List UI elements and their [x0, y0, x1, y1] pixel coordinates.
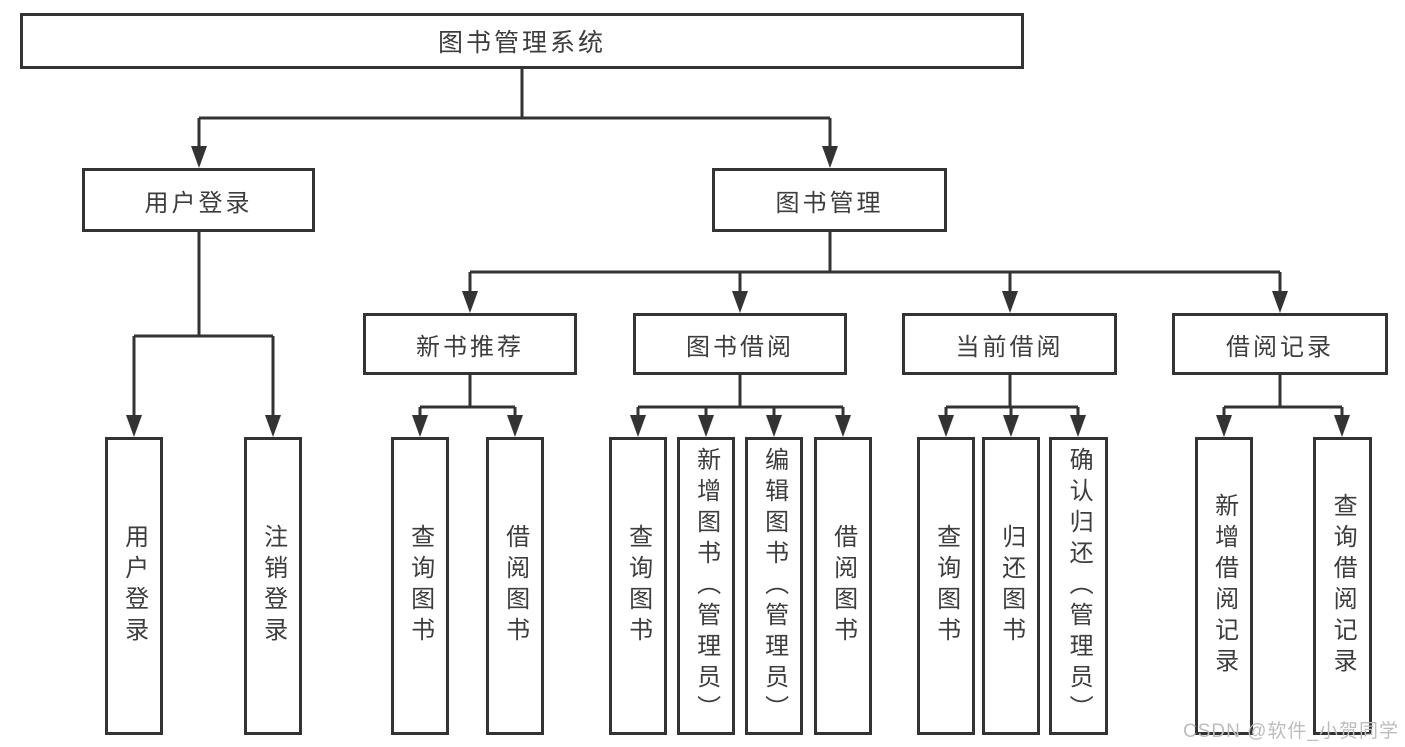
node-label: 借阅记录	[1226, 333, 1334, 361]
node-borrowing-records: 借阅记录	[1172, 313, 1388, 375]
node-leaf-br-query-borrow-record: 查询借阅记录	[1313, 437, 1372, 735]
node-leaf-cb-return-books: 归还图书	[982, 437, 1040, 735]
node-library-management-system: 图书管理系统	[20, 13, 1024, 69]
node-label: 新书推荐	[416, 333, 524, 361]
node-label: 图书管理系统	[437, 29, 606, 57]
node-leaf-cb-confirm-return-admin: 确认归还（管理员）	[1049, 437, 1108, 735]
node-label: 借阅图书	[501, 524, 529, 648]
node-label: 新增图书（管理员）	[692, 446, 720, 726]
node-label: 新增借阅记录	[1210, 493, 1238, 679]
node-current-borrowing: 当前借阅	[902, 313, 1117, 375]
node-leaf-br-add-borrow-record: 新增借阅记录	[1195, 437, 1253, 735]
node-leaf-bb-add-books-admin: 新增图书（管理员）	[677, 437, 735, 735]
node-label: 图书借阅	[686, 333, 794, 361]
node-user-login: 用户登录	[82, 168, 315, 232]
node-book-borrowing: 图书借阅	[633, 313, 847, 375]
node-label: 查询图书	[624, 524, 652, 648]
node-leaf-bb-edit-books-admin: 编辑图书（管理员）	[745, 437, 803, 735]
node-leaf-bb-query-books: 查询图书	[609, 437, 667, 735]
node-label: 查询图书	[406, 524, 434, 648]
node-label: 编辑图书（管理员）	[760, 446, 788, 726]
node-label: 用户登录	[144, 189, 253, 217]
node-label: 归还图书	[997, 524, 1025, 648]
node-leaf-nbr-query-books: 查询图书	[391, 437, 449, 735]
node-leaf-bb-borrow-books: 借阅图书	[814, 437, 872, 735]
node-label: 确认归还（管理员）	[1065, 446, 1093, 726]
arrowhead-icons	[126, 146, 1350, 437]
node-book-management: 图书管理	[712, 168, 947, 232]
node-label: 注销登录	[259, 524, 287, 648]
node-label: 查询借阅记录	[1329, 493, 1357, 679]
node-leaf-user-login: 用户登录	[105, 437, 163, 735]
node-label: 查询图书	[932, 524, 960, 648]
node-label: 当前借阅	[955, 333, 1064, 361]
node-label: 借阅图书	[829, 524, 857, 648]
node-label: 图书管理	[775, 189, 884, 217]
node-leaf-cb-query-books: 查询图书	[917, 437, 975, 735]
node-label: 用户登录	[120, 524, 148, 648]
tree-branch-lines	[132, 69, 1344, 421]
node-new-book-recommendation: 新书推荐	[363, 313, 577, 375]
node-leaf-logout: 注销登录	[244, 437, 302, 735]
node-leaf-nbr-borrow-books: 借阅图书	[486, 437, 544, 735]
